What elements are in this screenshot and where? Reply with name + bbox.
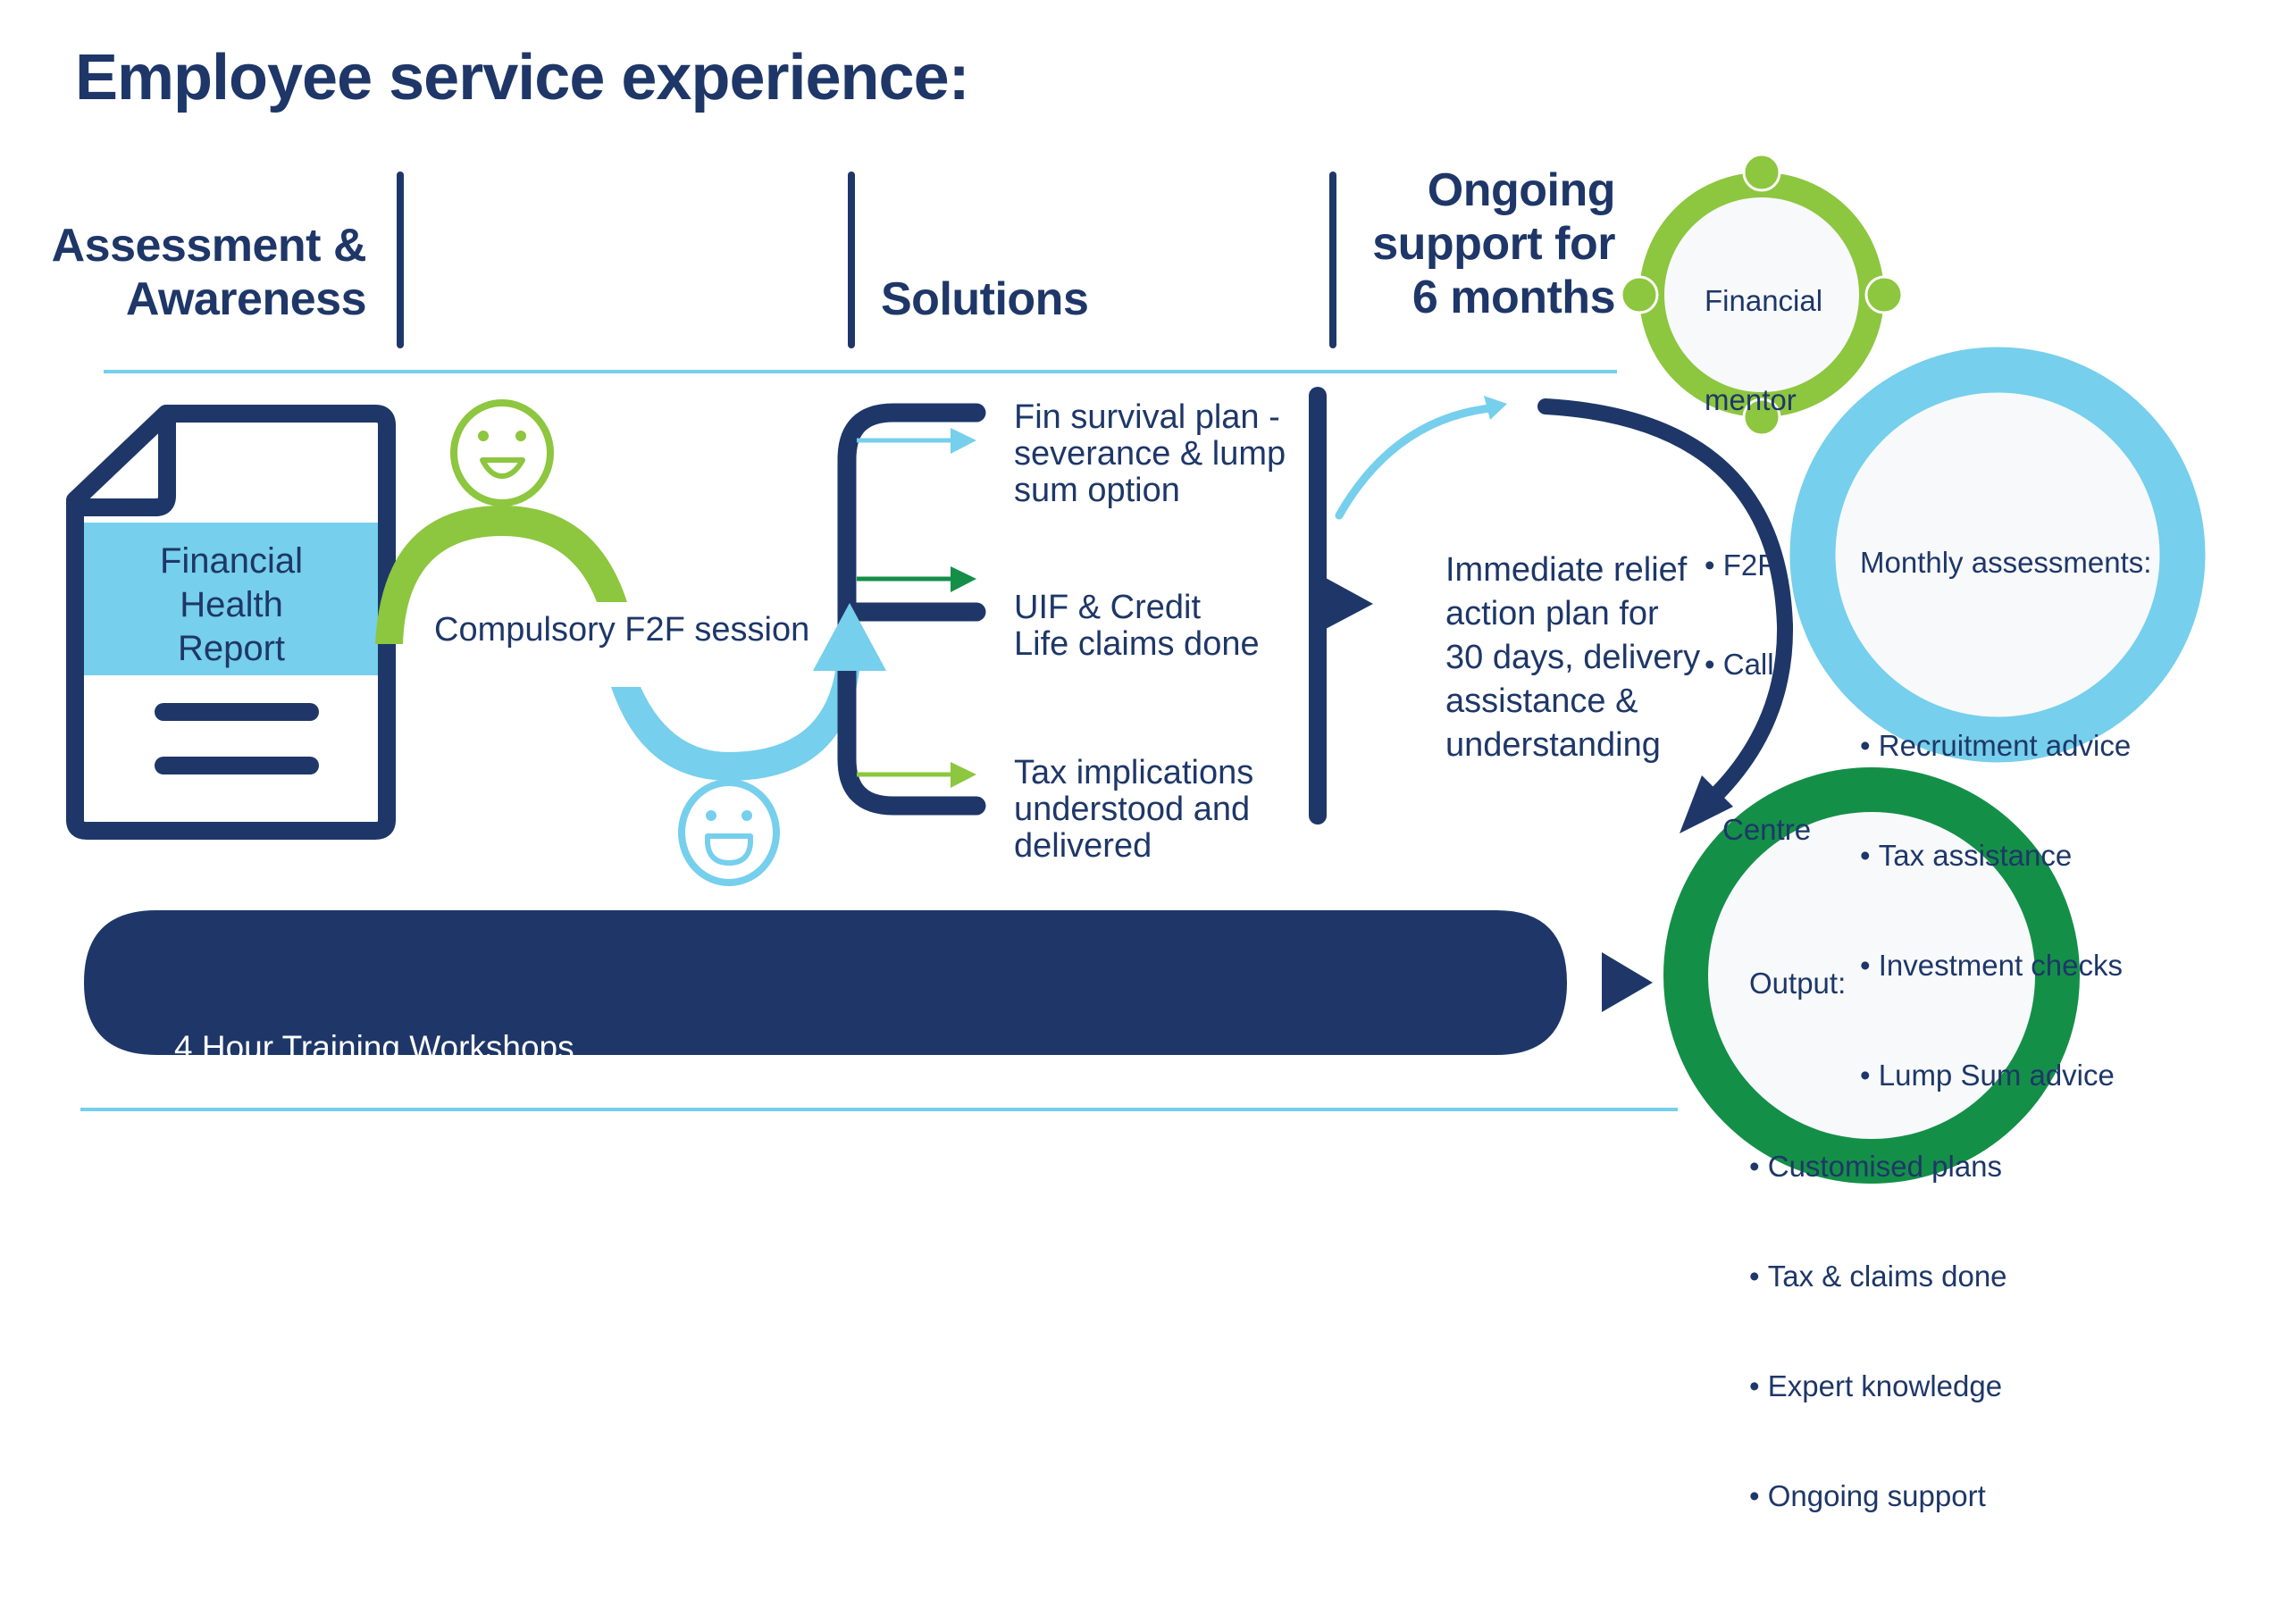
- solutions-bracket: [837, 403, 986, 816]
- label-line: Health: [180, 585, 283, 624]
- output-text: Output: Customised plans Tax & claims do…: [1749, 892, 2007, 1624]
- output-list: Customised plans Tax & claims done Exper…: [1749, 1075, 2007, 1587]
- mentor-heading: mentor: [1705, 383, 1797, 416]
- solution-arrow-2: [857, 566, 976, 592]
- solution-arrow-3: [857, 762, 976, 788]
- navy-curve-arrow: [1537, 398, 1794, 833]
- solution-line: Life claims done: [1014, 625, 1260, 663]
- ongoing-divider: [1309, 387, 1373, 825]
- solution-line: severance & lump: [1014, 435, 1286, 473]
- list-item: F2F: [1705, 548, 1822, 582]
- workshop-text: 4 Hour Training Workshops Groups of 40 p…: [174, 938, 1384, 1419]
- mentor-list: F2F Call: [1705, 482, 1822, 747]
- relief-line: Immediate relief: [1445, 551, 1688, 589]
- relief-line: 30 days, delivery: [1445, 639, 1701, 676]
- workshop-pill: [84, 910, 1567, 1055]
- heading-line: support for: [1372, 218, 1615, 270]
- label-line: Financial: [159, 541, 304, 581]
- solution-arrow-1: [857, 428, 976, 454]
- list-item: Investment checks: [1860, 947, 2151, 984]
- list-item: Tax assistance: [1860, 837, 2151, 874]
- smiley-green-icon: [450, 399, 554, 506]
- heading-line: Ongoing: [1427, 164, 1616, 216]
- page-title: Employee service experience:: [75, 42, 970, 113]
- solution-line: sum option: [1014, 472, 1180, 509]
- list-item: Groups of 40 people max / Broad principl…: [174, 1244, 1384, 1288]
- green-arc: [375, 506, 627, 644]
- column-heading-assessment: Assessment &Awareness: [51, 219, 367, 326]
- relief-line: action plan for: [1445, 595, 1659, 632]
- list-item: Customised plans: [1749, 1148, 2007, 1185]
- workshop-list: Groups of 40 people max / Broad principl…: [174, 1157, 1384, 1376]
- monthly-text: Monthly assessments: Recruitment advice …: [1860, 471, 2151, 1203]
- smiley-blue-icon: [678, 779, 780, 886]
- cyan-curve-arrow: [1335, 396, 1507, 520]
- document-icon: [66, 405, 396, 840]
- monthly-heading: Monthly assessments:: [1860, 546, 2152, 579]
- list-item: Ongoing support: [1749, 1478, 2007, 1514]
- f2f-session-label: Compulsory F2F session: [434, 611, 810, 649]
- mentor-heading: Financial: [1705, 284, 1823, 317]
- column-heading-solutions: Solutions: [881, 273, 1089, 325]
- solution-line: Fin survival plan -: [1014, 398, 1280, 436]
- list-item: Expert knowledge: [1749, 1368, 2007, 1404]
- list-item-continuation: Centre: [1722, 813, 1812, 846]
- list-item: Recruitment advice: [1860, 727, 2151, 764]
- solution-line: understood and: [1014, 791, 1251, 828]
- cyan-arc-arrow: [611, 603, 886, 781]
- workshop-title: 4 Hour Training Workshops: [174, 1029, 574, 1066]
- list-item: Call: [1705, 648, 1822, 681]
- cyan-arrowhead: [813, 603, 886, 671]
- heading-line: Awareness: [125, 273, 367, 325]
- solution-line: delivered: [1014, 827, 1152, 865]
- diagram-canvas: [66, 153, 2206, 1184]
- heading-line: Assessment &: [51, 220, 367, 272]
- mentor-circle: [1620, 153, 1904, 437]
- list-item: Lump Sum advice: [1860, 1057, 2151, 1093]
- solution-line: UIF & Credit: [1014, 589, 1202, 626]
- relief-line: assistance &: [1445, 682, 1638, 720]
- list-item: Tax & claims done: [1749, 1258, 2007, 1294]
- output-heading: Output:: [1749, 967, 1847, 1000]
- relief-line: understanding: [1445, 726, 1661, 764]
- monthly-list: Recruitment advice Tax assistance Invest…: [1860, 654, 2151, 1167]
- heading-line: 6 months: [1412, 272, 1616, 323]
- label-line: Report: [177, 629, 286, 668]
- mentor-text: Financial mentor F2F Call Centre: [1705, 218, 1822, 879]
- solution-line: Tax implications: [1014, 754, 1254, 791]
- workshop-arrow: [1602, 952, 1653, 1012]
- relief-plan-text: Immediate relief action plan for 30 days, …: [1445, 548, 1700, 767]
